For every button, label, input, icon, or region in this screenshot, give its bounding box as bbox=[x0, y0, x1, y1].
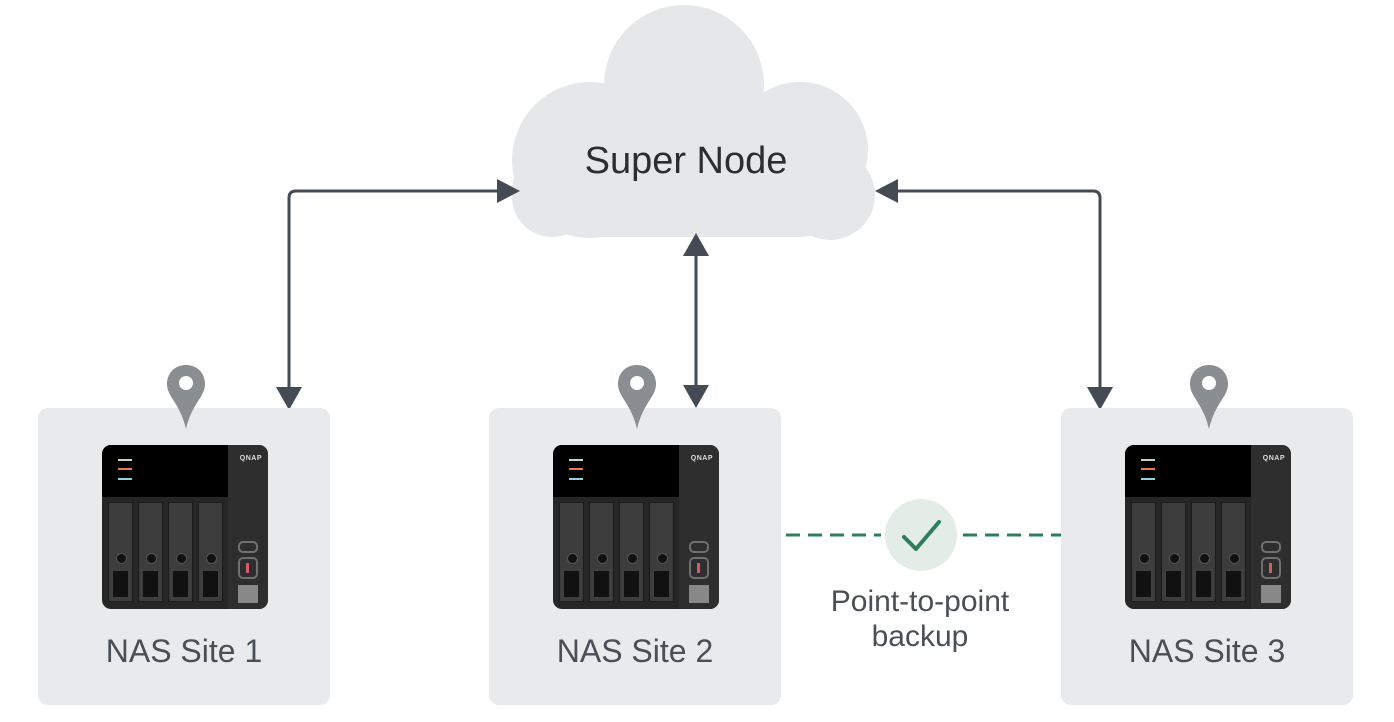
arrowhead-icon bbox=[276, 387, 302, 410]
location-pin-icon bbox=[618, 365, 656, 429]
nas-device: QNAP bbox=[1125, 445, 1291, 609]
nas-device: QNAP bbox=[102, 445, 268, 609]
nas-device: QNAP bbox=[553, 445, 719, 609]
site-panel-3: QNAP NAS Site 3 bbox=[1061, 365, 1353, 705]
check-badge bbox=[885, 499, 957, 571]
arrowhead-icon bbox=[875, 179, 898, 203]
location-pin-icon bbox=[1190, 365, 1228, 429]
brand-logo: QNAP bbox=[690, 455, 713, 462]
location-pin-icon bbox=[167, 365, 205, 429]
site-label: NAS Site 3 bbox=[1128, 633, 1286, 669]
site-label: NAS Site 1 bbox=[105, 633, 263, 669]
backup-label: Point-to-point backup bbox=[800, 584, 1040, 654]
backup-label-line1: Point-to-point bbox=[830, 585, 1010, 618]
brand-logo: QNAP bbox=[1262, 455, 1285, 462]
arrowhead-icon bbox=[683, 385, 709, 408]
arrowhead-icon bbox=[683, 233, 709, 256]
site-label: NAS Site 2 bbox=[556, 633, 714, 669]
checkmark-icon bbox=[902, 520, 941, 551]
brand-logo: QNAP bbox=[239, 455, 262, 462]
cloud-shape bbox=[512, 5, 875, 240]
connector-site3-line bbox=[890, 189, 1102, 395]
backup-label-line2: backup bbox=[871, 620, 969, 653]
site-panel-2: QNAP NAS Site 2 bbox=[489, 365, 781, 705]
arrowhead-icon bbox=[497, 179, 520, 203]
backup-link bbox=[786, 499, 1061, 571]
cloud-label: Super Node bbox=[584, 140, 788, 182]
arrowhead-icon bbox=[1087, 387, 1113, 410]
connector-site1-line bbox=[287, 189, 505, 395]
site-panel-1: QNAP NAS Site 1 bbox=[38, 365, 330, 705]
